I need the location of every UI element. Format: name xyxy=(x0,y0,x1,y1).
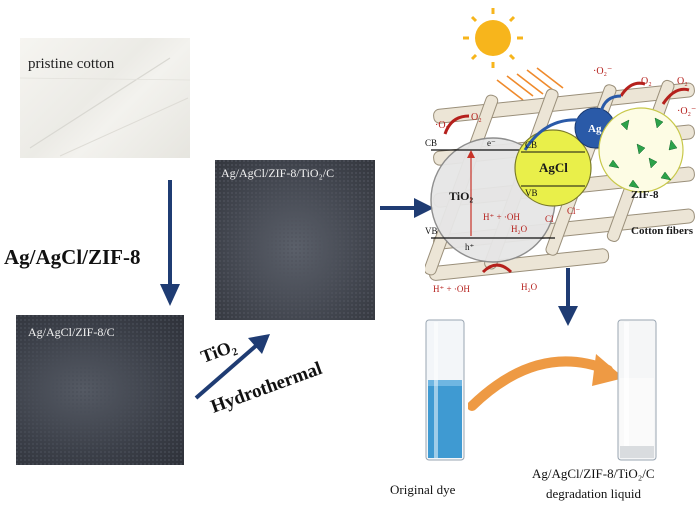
reaction-arrow-icons xyxy=(443,81,690,274)
electron-label: e⁻ xyxy=(487,138,496,148)
zif8-framework-icons xyxy=(608,117,678,189)
agagcl-zif8-c-photo: Ag/AgCl/ZIF-8/C xyxy=(16,315,184,465)
o2-radical-top: ·O₂⁻ xyxy=(593,66,612,77)
fabric-texture-2 xyxy=(215,160,375,320)
label-degraded-line2: degradation liquid xyxy=(546,486,641,501)
zif8-label: ZIF-8 xyxy=(631,189,659,201)
ag-label: Ag xyxy=(588,123,602,135)
cuvette-degraded-liquid xyxy=(617,319,657,461)
o2-top: O₂ xyxy=(641,76,652,87)
o2-radical-left: ·O₂⁻ xyxy=(435,120,454,131)
label-agagcl-zif8-tio2-c: Ag/AgCl/ZIF-8/TiO₂/C xyxy=(221,166,335,180)
o2-left: O₂ xyxy=(471,112,482,123)
label-degraded-line1: Ag/AgCl/ZIF-8/TiO₂/C xyxy=(532,466,655,481)
arrow-down-icon xyxy=(160,180,180,306)
step1-label: Ag/AgCl/ZIF-8 xyxy=(4,245,141,269)
cl-minus-label: Cl⁻ xyxy=(567,206,581,216)
agcl-particle xyxy=(514,129,592,207)
o2-radical-right: ·O₂⁻ xyxy=(677,106,696,117)
label-original-dye: Original dye xyxy=(390,482,456,497)
tio2-label: TiO₂ xyxy=(449,189,473,203)
agagcl-zif8-tio2-c-photo: Ag/AgCl/ZIF-8/TiO₂/C xyxy=(215,160,375,320)
fabric-texture xyxy=(16,315,184,465)
cotton-texture xyxy=(20,57,190,157)
cl-label: Cl xyxy=(545,214,554,224)
hplus-oh-outer: H⁺ + ·OH xyxy=(433,284,470,294)
arrow-down-right-icon xyxy=(558,268,578,326)
light-ray-icons xyxy=(496,67,564,101)
cb-label: CB xyxy=(425,138,437,148)
sun-icon xyxy=(463,8,523,68)
o2-right: O₂ xyxy=(677,76,688,87)
vb-agcl-label: VB xyxy=(525,188,538,198)
hole-label: h⁺ xyxy=(465,242,475,252)
photocatalysis-mechanism: ·O₂⁻ O₂ ·O₂⁻ O₂ ·O₂⁻ O₂ Ag AgCl TiO₂ ZIF… xyxy=(425,8,696,294)
cuvette-original-dye xyxy=(425,319,465,461)
label-pristine-cotton: pristine cotton xyxy=(28,56,115,72)
vb-label: VB xyxy=(425,226,438,236)
agcl-label: AgCl xyxy=(539,160,568,175)
hplus-oh-inner: H⁺ + ·OH xyxy=(483,212,520,222)
degradation-arrow-icon xyxy=(468,354,624,411)
arrow-right-icon xyxy=(380,198,434,218)
h2o-inner: H₂O xyxy=(511,224,528,234)
arrow-diagonal-icon xyxy=(194,334,270,400)
h2o-outer: H₂O xyxy=(521,282,538,292)
electron-transfer-arrow-icons xyxy=(523,94,622,151)
label-agagcl-zif8-c: Ag/AgCl/ZIF-8/C xyxy=(28,325,115,339)
pristine-cotton-photo: pristine cotton xyxy=(20,38,190,158)
cb-agcl-label: CB xyxy=(525,140,537,150)
cotton-fibers-label: Cotton fibers xyxy=(631,225,694,237)
